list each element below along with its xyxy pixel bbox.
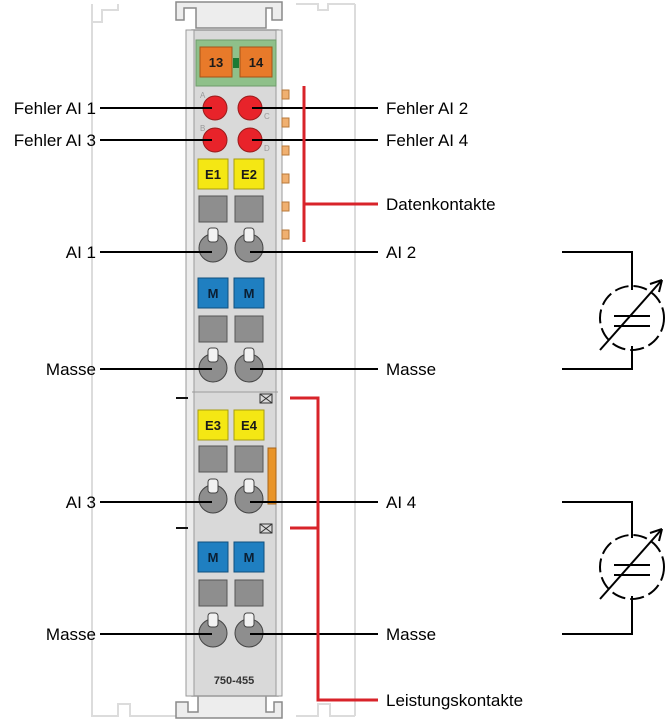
sensor-wiring-2 [562, 501, 633, 635]
led-letter-c: C [264, 112, 270, 121]
terminal-13 [199, 46, 233, 78]
tag-m-right-2 [233, 541, 265, 573]
release-slot [234, 195, 264, 223]
release-slot [198, 315, 228, 343]
label-ai1: AI 1 [66, 243, 96, 262]
label-masse-left-2: Masse [46, 625, 96, 644]
clamp-ai4 [234, 478, 264, 514]
sensor-wiring-1 [562, 251, 633, 370]
label-masse-right-2: Masse [386, 625, 436, 644]
tag-e2 [233, 158, 265, 190]
clamp-masse-right-2 [234, 612, 264, 648]
label-ai4: AI 4 [386, 493, 416, 512]
label-masse-right-1: Masse [386, 360, 436, 379]
clamp-masse-left-1 [198, 347, 228, 383]
module-right-rail [275, 29, 283, 697]
terminal-14-label: 14 [249, 55, 264, 70]
label-ai3: AI 3 [66, 493, 96, 512]
tag-m-left-1 [197, 277, 229, 309]
release-slot [234, 315, 264, 343]
model-number: 750-455 [214, 675, 254, 687]
led-letter-b: B [200, 124, 205, 133]
tag-m-right-2-label: M [244, 550, 255, 565]
tag-e4-label: E4 [241, 418, 258, 433]
tag-e1-label: E1 [205, 167, 221, 182]
release-slot [234, 445, 264, 473]
power-contact-symbol [259, 393, 273, 534]
led-letter-a: A [200, 91, 206, 100]
module-left-rail [185, 29, 195, 697]
terminal-divider [233, 58, 239, 68]
clamp-ai3 [198, 478, 228, 514]
clamp-ai1 [198, 227, 228, 263]
tag-e3 [197, 409, 229, 441]
variable-resistor-icon-1 [599, 279, 665, 351]
data-contacts [281, 89, 290, 240]
label-masse-left-1: Masse [46, 360, 96, 379]
label-fehler-ai4: Fehler AI 4 [386, 131, 468, 150]
tag-m-left-1-label: M [208, 286, 219, 301]
din-rail-outline [91, 3, 356, 717]
release-slot [234, 579, 264, 607]
tag-m-right-1 [233, 277, 265, 309]
data-contacts-bracket [302, 86, 378, 242]
bottom-clip [175, 693, 283, 719]
release-slot [198, 195, 228, 223]
label-datenkontakte: Datenkontakte [386, 195, 496, 214]
clamp-masse-left-2 [198, 612, 228, 648]
tag-e3-label: E3 [205, 418, 221, 433]
label-fehler-ai3: Fehler AI 3 [14, 131, 96, 150]
release-slot [198, 579, 228, 607]
label-fehler-ai1: Fehler AI 1 [14, 99, 96, 118]
terminal-13-label: 13 [209, 55, 223, 70]
tag-e4 [233, 409, 265, 441]
label-fehler-ai2: Fehler AI 2 [386, 99, 468, 118]
label-leistungskontakte: Leistungskontakte [386, 691, 523, 710]
top-clip [175, 1, 283, 29]
clamp-masse-right-1 [234, 347, 264, 383]
callout-lines [100, 107, 378, 635]
terminal-14 [239, 46, 273, 78]
led-letter-d: D [264, 144, 270, 153]
power-contacts-bracket [290, 396, 378, 702]
variable-resistor-icon-2 [599, 528, 665, 600]
tag-m-right-1-label: M [244, 286, 255, 301]
tag-m-left-2 [197, 541, 229, 573]
tag-e2-label: E2 [241, 167, 257, 182]
tag-m-left-2-label: M [208, 550, 219, 565]
release-slot [198, 445, 228, 473]
tag-e1 [197, 158, 229, 190]
clamp-ai2 [234, 227, 264, 263]
label-ai2: AI 2 [386, 243, 416, 262]
power-jumper [267, 447, 277, 505]
